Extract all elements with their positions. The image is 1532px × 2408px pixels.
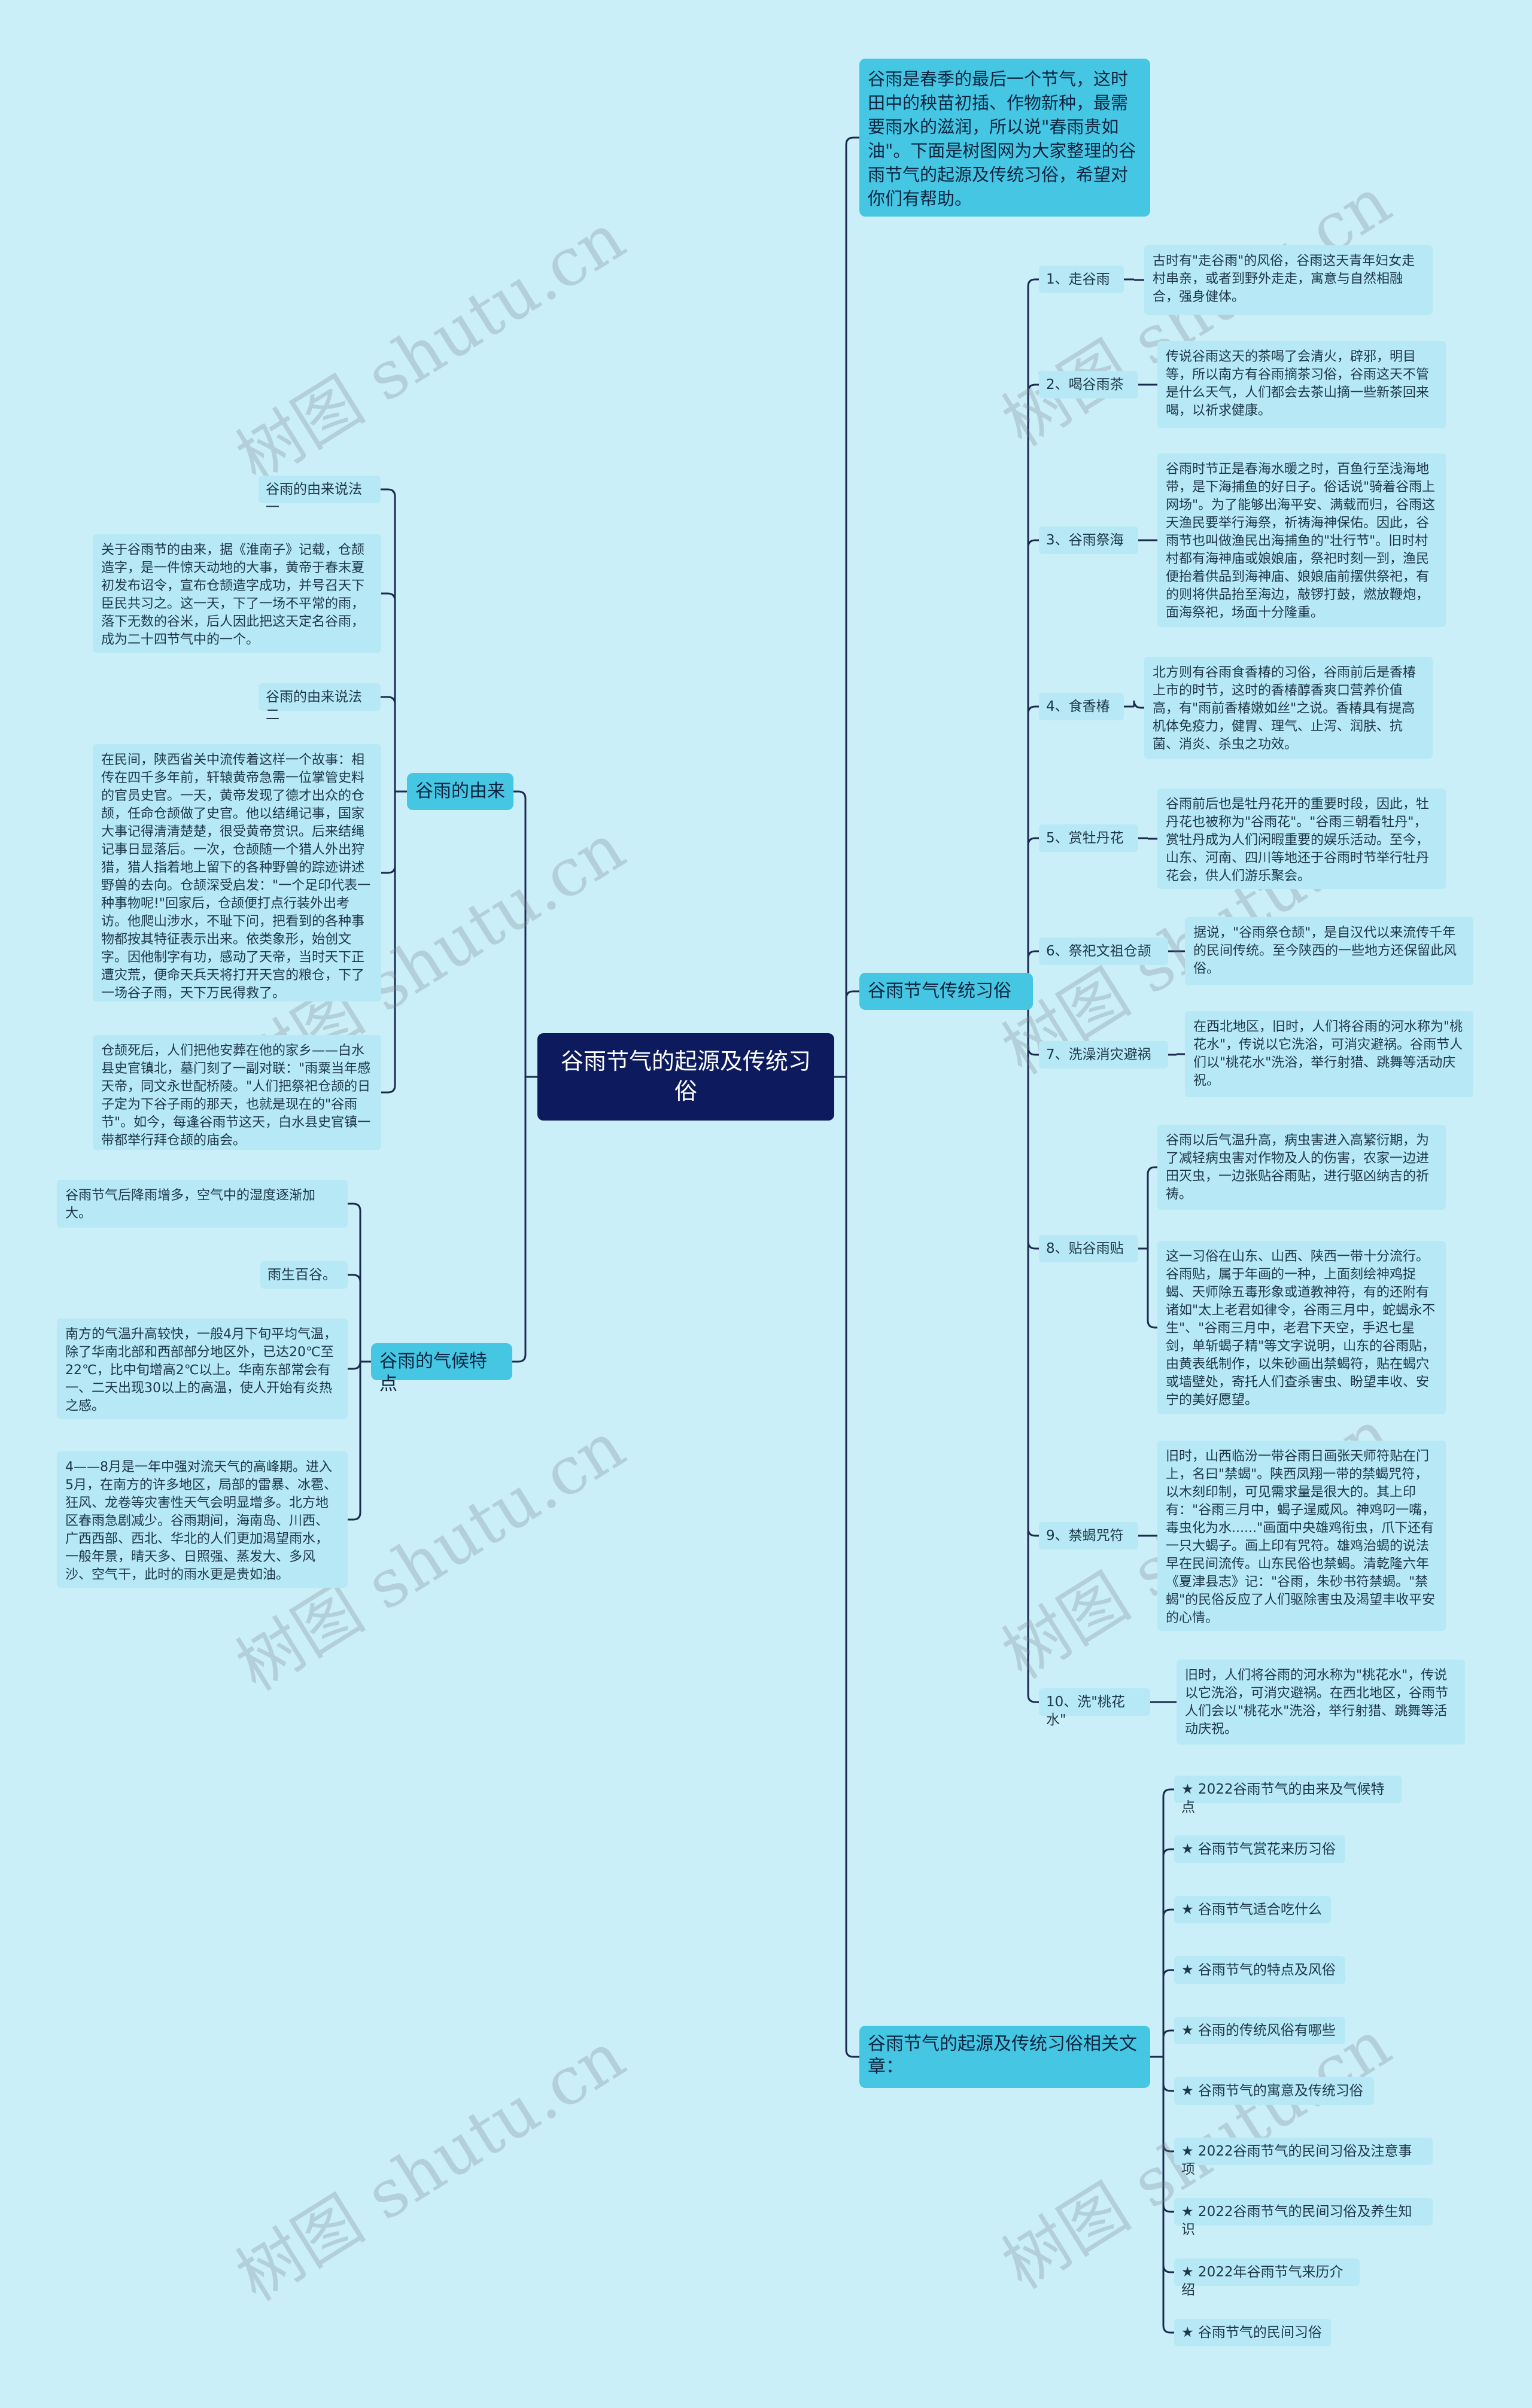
- related-article-link[interactable]: ★ 谷雨的传统风俗有哪些: [1174, 2017, 1345, 2044]
- origin-item[interactable]: 在民间，陕西省关中流传着这样一个故事：相传在四千多年前，轩辕黄帝急需一位掌管史料…: [93, 744, 381, 1001]
- related-article-link[interactable]: ★ 谷雨节气的寓意及传统习俗: [1174, 2077, 1374, 2105]
- related-article-link[interactable]: ★ 2022谷雨节气的由来及气候特点: [1174, 1776, 1402, 1815]
- connector-line: [1162, 1908, 1174, 2057]
- branch-related-articles[interactable]: 谷雨节气的起源及传统习俗相关文章：: [859, 2026, 1150, 2088]
- origin-item[interactable]: 仓颉死后，人们把他安葬在他的家乡——白水县史官镇北，墓门刻了一副对联："雨粟当年…: [93, 1035, 381, 1150]
- connector-line: [381, 696, 396, 791]
- connector-line: [1027, 539, 1039, 991]
- connector-line: [1027, 991, 1039, 1703]
- connector-line: [1162, 2057, 1174, 2334]
- related-article-link[interactable]: ★ 2022年谷雨节气来历介绍: [1174, 2258, 1360, 2298]
- connector-line: [1162, 1788, 1174, 2057]
- connector-line: [845, 990, 859, 1077]
- root-topic[interactable]: 谷雨节气的起源及传统习俗: [537, 1033, 834, 1121]
- connector-line: [1162, 1848, 1174, 2057]
- origin-item[interactable]: 谷雨的由来说法二: [259, 683, 381, 723]
- custom-text[interactable]: 谷雨时节正是春海水暖之时，百鱼行至浅海地带，是下海捕鱼的好日子。俗话说"骑着谷雨…: [1157, 453, 1446, 627]
- custom-label[interactable]: 10、洗"桃花水": [1039, 1688, 1150, 1728]
- connector-line: [348, 1362, 361, 1521]
- related-article-link[interactable]: ★ 谷雨节气的特点及风俗: [1174, 1956, 1345, 1984]
- custom-text[interactable]: 传说谷雨这天的茶喝了会清火，辟邪，明目等，所以南方有谷雨摘茶习俗，谷雨这天不管是…: [1157, 341, 1446, 428]
- custom-label[interactable]: 2、喝谷雨茶: [1039, 371, 1138, 398]
- connector-line: [1147, 1249, 1157, 1329]
- custom-text[interactable]: 旧时，人们将谷雨的河水称为"桃花水"，传说以它洗浴，可消灾避祸。在西北地区，谷雨…: [1177, 1660, 1465, 1745]
- branch-climate[interactable]: 谷雨的气候特点: [371, 1343, 512, 1395]
- connector-line: [1027, 991, 1039, 1250]
- connector-line: [381, 592, 396, 791]
- custom-text[interactable]: 据说，"谷雨祭仓颉"，是自汉代以来流传千年的民间传统。至今陕西的一些地方还保留此…: [1185, 917, 1473, 985]
- branch-origin[interactable]: 谷雨的由来: [407, 773, 513, 810]
- connector-line: [845, 136, 859, 1077]
- connector-line: [1147, 1166, 1157, 1249]
- custom-label[interactable]: 7、洗澡消灾避祸: [1039, 1041, 1168, 1068]
- connector-line: [1162, 2057, 1174, 2153]
- connector-line: [845, 1077, 859, 2058]
- connector-line: [381, 791, 396, 1094]
- custom-label[interactable]: 5、赏牡丹花: [1039, 824, 1138, 852]
- custom-label[interactable]: 9、禁蝎咒符: [1039, 1522, 1138, 1549]
- related-article-link[interactable]: ★ 2022谷雨节气的民间习俗及养生知识: [1174, 2198, 1433, 2237]
- related-article-link[interactable]: ★ 谷雨节气的民间习俗: [1174, 2319, 1331, 2346]
- connector-line: [1027, 705, 1039, 991]
- connector-line: [348, 1361, 361, 1370]
- connector-line: [1027, 950, 1039, 991]
- connector-line: [1027, 278, 1039, 991]
- intro-node[interactable]: 谷雨是春季的最后一个节气，这时田中的秧苗初插、作物新种，最需要雨水的滋润，所以说…: [859, 59, 1150, 217]
- custom-label[interactable]: 8、贴谷雨贴: [1039, 1235, 1138, 1262]
- related-article-link[interactable]: ★ 2022谷雨节气的民间习俗及注意事项: [1174, 2138, 1433, 2177]
- connector-line: [348, 1274, 361, 1362]
- custom-text[interactable]: 谷雨前后也是牡丹花开的重要时段，因此，牡丹花也被称为"谷雨花"。"谷雨三朝看牡丹…: [1157, 789, 1446, 889]
- custom-text[interactable]: 旧时，山西临汾一带谷雨日画张天师符贴在门上，名曰"禁蝎"。陕西凤翔一带的禁蝎咒符…: [1157, 1441, 1446, 1631]
- custom-text[interactable]: 这一习俗在山东、山西、陕西一带十分流行。谷雨贴，属于年画的一种，上面刻绘神鸡捉蝎…: [1157, 1241, 1446, 1414]
- origin-item[interactable]: 关于谷雨节的由来，据《淮南子》记载，仓颉造字，是一件惊天动地的大事，黄帝于春末夏…: [93, 534, 381, 653]
- climate-item[interactable]: 谷雨节气后降雨增多，空气中的湿度逐渐加大。: [57, 1180, 348, 1228]
- connector-line: [381, 791, 396, 874]
- connector-line: [348, 1203, 361, 1362]
- connector-line: [1162, 2057, 1174, 2213]
- custom-label[interactable]: 4、食香椿: [1039, 693, 1124, 720]
- climate-item[interactable]: 南方的气温升高较快，一般4月下旬平均气温，除了华南北部和西部部分地区外，已达20…: [57, 1319, 348, 1419]
- connector-line: [1133, 700, 1144, 709]
- custom-text[interactable]: 在西北地区，旧时，人们将谷雨的河水称为"桃花水"，传说以它洗浴，可消灾避祸。谷雨…: [1185, 1011, 1473, 1097]
- custom-label[interactable]: 3、谷雨祭海: [1039, 526, 1138, 554]
- custom-label[interactable]: 1、走谷雨: [1039, 266, 1124, 293]
- custom-text[interactable]: 北方则有谷雨食香椿的习俗，谷雨前后是香椿上市的时节，这时的香椿醇香爽口营养价值高…: [1144, 657, 1433, 759]
- origin-item[interactable]: 谷雨的由来说法一: [259, 476, 381, 515]
- connector-line: [1027, 383, 1039, 991]
- branch-customs[interactable]: 谷雨节气传统习俗: [859, 973, 1033, 1010]
- connector-line: [1162, 2057, 1174, 2092]
- connector-line: [1162, 1969, 1174, 2057]
- custom-label[interactable]: 6、祭祀文祖仓颉: [1039, 937, 1168, 965]
- related-article-link[interactable]: ★ 谷雨节气赏花来历习俗: [1174, 1835, 1345, 1863]
- climate-item[interactable]: 雨生百谷。: [260, 1261, 348, 1289]
- connector-line: [513, 790, 527, 1077]
- custom-text[interactable]: 谷雨以后气温升高，病虫害进入高繁衍期，为了减轻病虫害对作物及人的伤害，农家一边进…: [1157, 1125, 1446, 1210]
- connector-line: [381, 488, 396, 791]
- climate-item[interactable]: 4——8月是一年中强对流天气的高峰期。进入5月，在南方的许多地区，局部的雷暴、冰…: [57, 1451, 348, 1588]
- related-article-link[interactable]: ★ 谷雨节气适合吃什么: [1174, 1896, 1331, 1923]
- connector-line: [1027, 837, 1039, 991]
- custom-text[interactable]: 古时有"走谷雨"的风俗，谷雨这天青年妇女走村串亲，或者到野外走走，寓意与自然相融…: [1144, 245, 1433, 315]
- connector-line: [512, 1077, 527, 1363]
- connector-line: [1162, 2029, 1174, 2057]
- connector-line: [1027, 991, 1039, 1537]
